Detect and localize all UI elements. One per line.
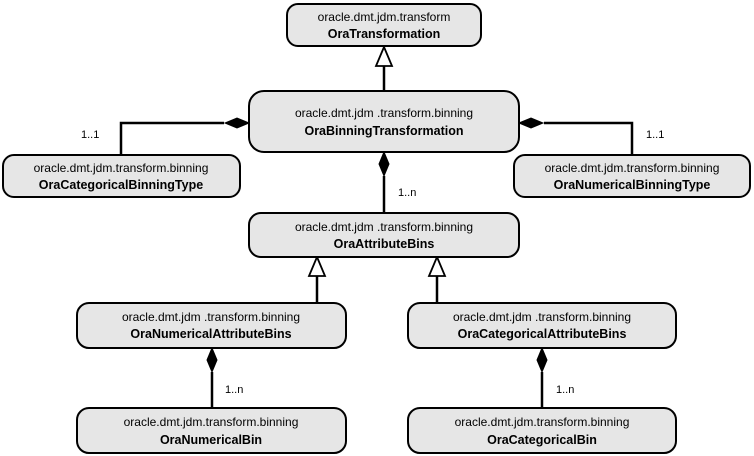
edge-composition-numerical-binning-type [517,117,634,155]
class-name-label: OraCategoricalBinningType [39,178,203,192]
package-label: oracle.dmt.jdm .transform.binning [295,220,473,234]
edge-generalization-numerical-attribute-bins [307,254,327,303]
edge-composition-categorical-bin [536,346,548,408]
package-label: oracle.dmt.jdm.transform.binning [455,415,630,429]
class-name-label: OraNumericalBinningType [554,178,711,192]
edge-composition-numerical-bin [206,346,218,408]
class-ora-categorical-attribute-bins[interactable]: oracle.dmt.jdm .transform.binning OraCat… [407,302,677,349]
class-name-label: OraTransformation [328,27,441,41]
class-name-label: OraBinningTransformation [304,124,463,138]
class-ora-numerical-binning-type[interactable]: oracle.dmt.jdm.transform.binning OraNume… [513,154,751,198]
package-label: oracle.dmt.jdm .transform.binning [453,310,631,324]
class-name-label: OraCategoricalBin [487,433,597,447]
multiplicity-attribute-bins: 1..n [398,187,416,199]
class-ora-transformation[interactable]: oracle.dmt.jdm.transform OraTransformati… [286,3,482,47]
multiplicity-numerical-bin: 1..n [225,384,243,396]
class-ora-categorical-binning-type[interactable]: oracle.dmt.jdm.transform.binning OraCate… [2,154,241,198]
package-label: oracle.dmt.jdm.transform.binning [34,161,209,175]
multiplicity-categorical-bin: 1..n [556,384,574,396]
package-label: oracle.dmt.jdm.transform [318,10,451,24]
class-ora-numerical-bin[interactable]: oracle.dmt.jdm.transform.binning OraNume… [76,407,347,454]
class-name-label: OraAttributeBins [334,237,435,251]
edge-generalization-binning-to-transformation [374,44,394,91]
package-label: oracle.dmt.jdm.transform.binning [124,415,299,429]
class-name-label: OraNumericalAttributeBins [130,327,291,341]
edge-generalization-categorical-attribute-bins [427,254,447,303]
class-ora-attribute-bins[interactable]: oracle.dmt.jdm .transform.binning OraAtt… [248,212,520,258]
edge-composition-categorical-binning-type [119,117,251,155]
package-label: oracle.dmt.jdm .transform.binning [295,106,473,120]
multiplicity-numerical-binning-type: 1..1 [646,129,664,141]
class-ora-binning-transformation[interactable]: oracle.dmt.jdm .transform.binning OraBin… [248,90,520,153]
edge-composition-attribute-bins [378,150,390,213]
class-name-label: OraNumericalBin [160,433,262,447]
class-name-label: OraCategoricalAttributeBins [458,327,627,341]
class-ora-categorical-bin[interactable]: oracle.dmt.jdm.transform.binning OraCate… [407,407,677,454]
class-ora-numerical-attribute-bins[interactable]: oracle.dmt.jdm .transform.binning OraNum… [76,302,347,349]
package-label: oracle.dmt.jdm.transform.binning [545,161,720,175]
multiplicity-categorical-binning-type: 1..1 [81,129,99,141]
package-label: oracle.dmt.jdm .transform.binning [122,310,300,324]
